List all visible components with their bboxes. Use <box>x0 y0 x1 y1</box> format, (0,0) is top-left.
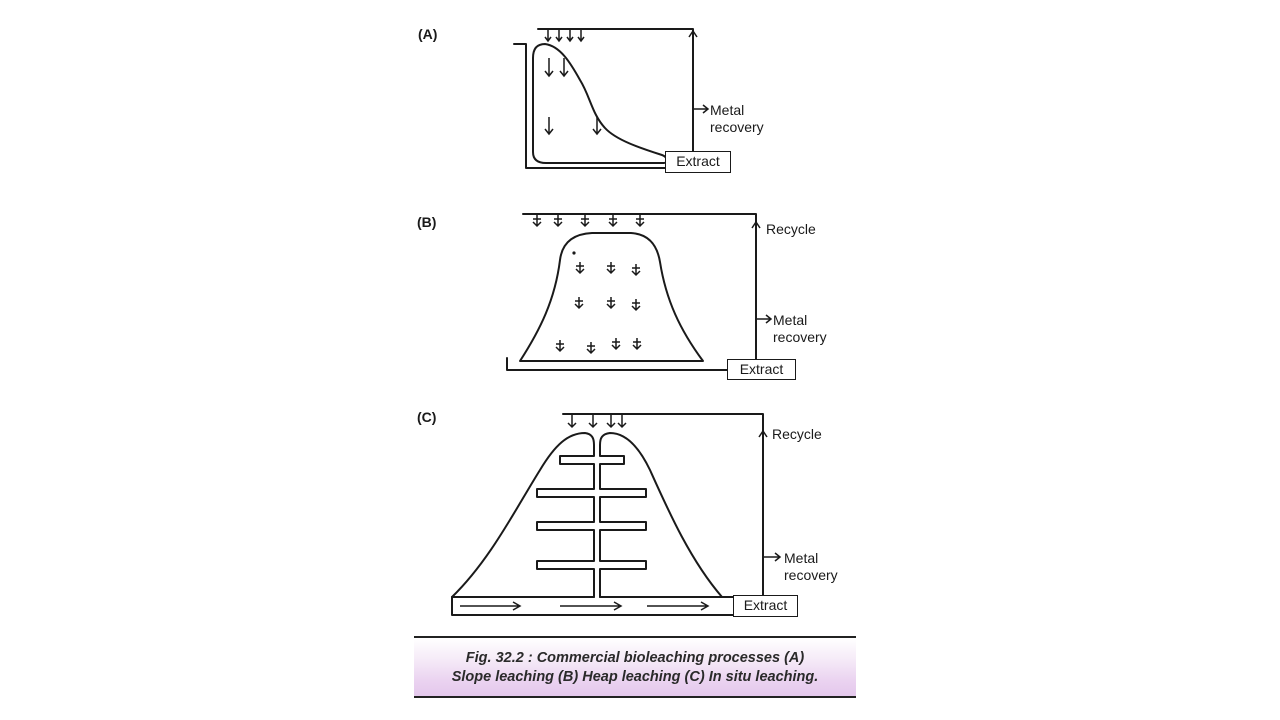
metal-recovery-label-b: Metal recovery <box>773 312 827 346</box>
ore-heap <box>519 232 704 362</box>
caption-line-1: Fig. 32.2 : Commercial bioleaching proce… <box>465 650 805 666</box>
up-arrow-icon <box>751 220 761 229</box>
heap-base <box>506 357 728 371</box>
mound-left <box>451 432 595 598</box>
recovery-text: recovery <box>710 119 764 135</box>
extract-box-a: Extract <box>665 151 731 173</box>
panel-label-c: (C) <box>417 409 437 425</box>
metal-recovery-label-a: Metal recovery <box>710 102 764 136</box>
panel-label-b: (B) <box>417 214 437 230</box>
ore-slope <box>532 43 668 164</box>
metal-text: Metal <box>710 102 745 118</box>
percolation-arrows-b <box>555 262 642 355</box>
recovery-text: recovery <box>784 567 838 583</box>
caption-line-2: Slope leaching (B) Heap leaching (C) In … <box>451 669 819 685</box>
panel-a-slope-leaching <box>513 28 710 169</box>
mound-right <box>599 432 723 598</box>
dot-mark <box>572 251 576 255</box>
flow-arrows-c <box>460 601 710 611</box>
recycle-line-b <box>522 213 757 363</box>
recovery-text: recovery <box>773 329 827 345</box>
figure-caption: Fig. 32.2 : Commercial bioleaching proce… <box>414 636 856 698</box>
recycle-line-a <box>537 28 694 156</box>
panel-b-heap-leaching <box>506 213 773 371</box>
percolation-arrows-a <box>544 58 602 136</box>
panel-c-in-situ-leaching <box>451 413 782 616</box>
spray-arrows-a <box>544 30 585 43</box>
up-arrow-icon <box>758 429 768 438</box>
extract-box-c: Extract <box>733 595 798 617</box>
recycle-label-c: Recycle <box>772 426 822 442</box>
extract-box-b: Extract <box>727 359 796 380</box>
spray-arrows-c <box>567 415 627 429</box>
metal-recovery-arrow-icon <box>763 552 782 562</box>
metal-recovery-label-c: Metal recovery <box>784 550 838 584</box>
slope-container <box>513 43 668 169</box>
metal-text: Metal <box>784 550 819 566</box>
metal-recovery-arrow-icon <box>756 314 773 324</box>
metal-recovery-arrow-icon <box>693 104 710 114</box>
metal-text: Metal <box>773 312 808 328</box>
channel-bottom <box>451 596 734 616</box>
spray-arrows-b <box>532 215 645 228</box>
recycle-label-b: Recycle <box>766 221 816 237</box>
panel-label-a: (A) <box>418 26 438 42</box>
up-arrow-icon <box>688 29 698 38</box>
recycle-line-c <box>562 413 764 597</box>
